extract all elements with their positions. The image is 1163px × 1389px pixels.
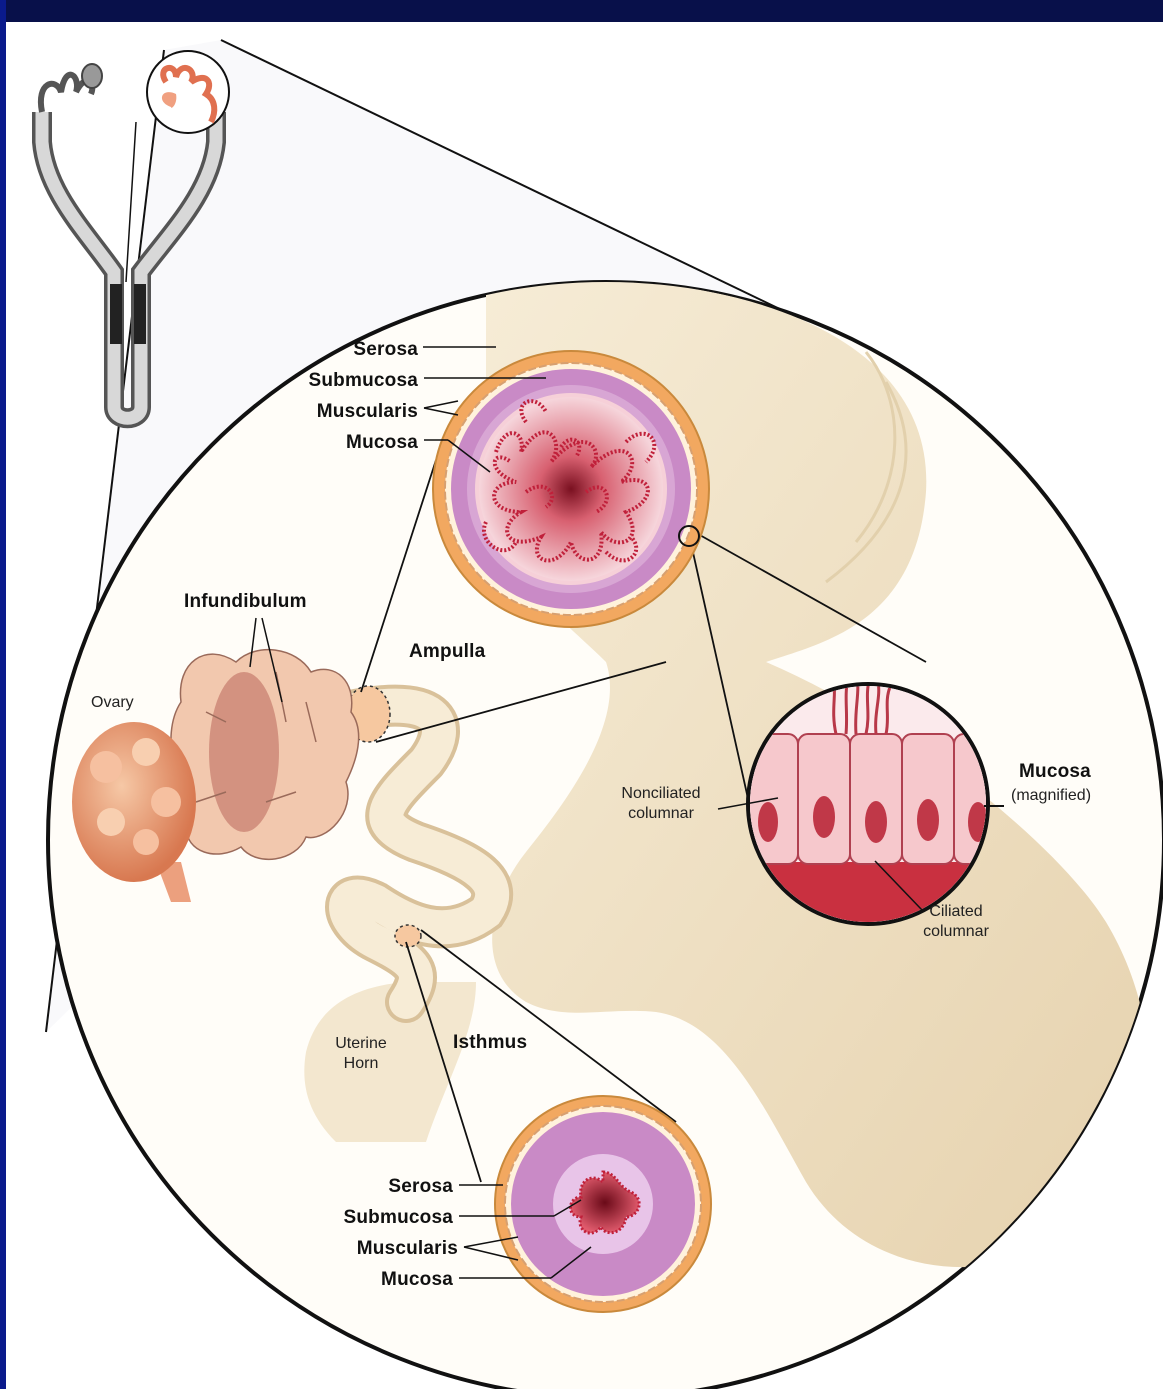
oviduct-artwork bbox=[6, 22, 1163, 1389]
nonciliated-label-line1: Nonciliated bbox=[606, 786, 716, 802]
isthmus-submucosa-label: Submucosa bbox=[306, 1208, 453, 1227]
ampulla-mucosa-label: Mucosa bbox=[306, 433, 418, 452]
infundibulum-illustration bbox=[170, 650, 359, 860]
ampulla-submucosa-label: Submucosa bbox=[276, 371, 418, 390]
isthmus-label: Isthmus bbox=[453, 1033, 527, 1052]
ovary-label: Ovary bbox=[91, 695, 134, 711]
mucosa-magnified-title: Mucosa bbox=[1019, 762, 1091, 781]
ampulla-serosa-label: Serosa bbox=[306, 340, 418, 359]
isthmus-cross-section bbox=[495, 1096, 711, 1312]
ciliated-label-line1: Ciliated bbox=[906, 904, 1006, 920]
isthmus-mucosa-label: Mucosa bbox=[336, 1270, 453, 1289]
isthmus-serosa-label: Serosa bbox=[336, 1177, 453, 1196]
ampulla-label: Ampulla bbox=[409, 642, 485, 661]
nonciliated-label-line2: columnar bbox=[606, 806, 716, 822]
uterine-horn-label-line1: Uterine bbox=[316, 1036, 406, 1052]
oviduct-figure: Serosa Submucosa Muscularis Mucosa Infun… bbox=[6, 22, 1163, 1389]
ampulla-cross-section bbox=[433, 351, 709, 627]
ampulla-muscularis-label: Muscularis bbox=[286, 402, 418, 421]
uterine-horn-label-line2: Horn bbox=[316, 1056, 406, 1072]
mucosa-magnified-subtitle: (magnified) bbox=[1011, 788, 1091, 804]
infundibulum-label: Infundibulum bbox=[184, 592, 307, 611]
ciliated-label-line2: columnar bbox=[906, 924, 1006, 940]
isthmus-muscularis-label: Muscularis bbox=[316, 1239, 458, 1258]
